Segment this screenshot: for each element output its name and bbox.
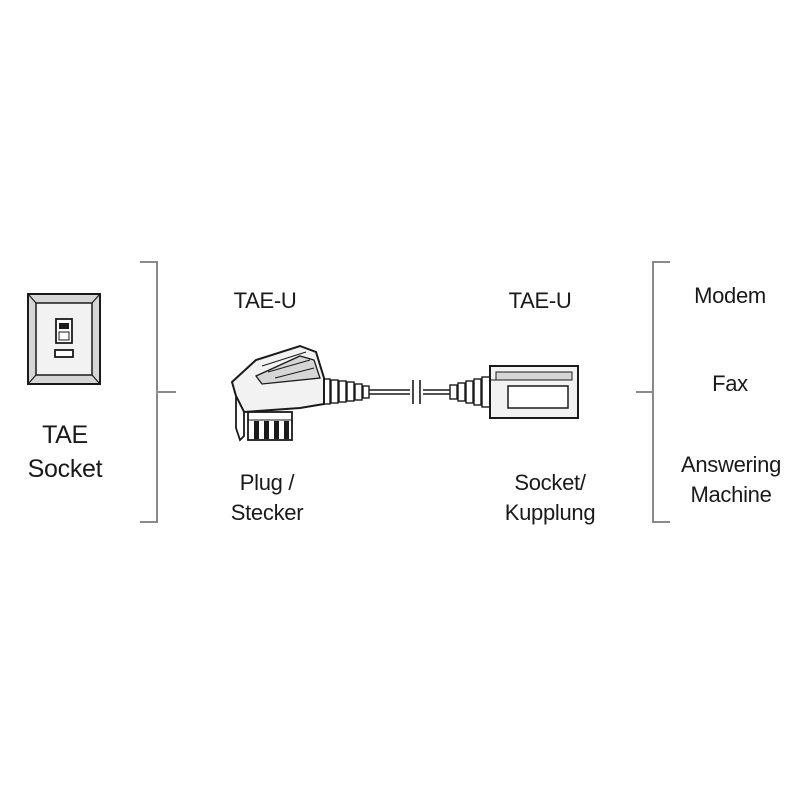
coupler-label-line1: Socket/ xyxy=(514,470,586,495)
device-modem-label: Modem xyxy=(694,283,766,308)
right-bracket xyxy=(636,261,670,523)
device-answering-machine-line2: Machine xyxy=(690,482,772,507)
coupler-label-line2: Kupplung xyxy=(504,500,596,525)
tae-socket-label: TAE Socket xyxy=(20,418,110,486)
tae-socket-label-line2: Socket xyxy=(27,455,103,483)
plug-label-line2: Stecker xyxy=(230,500,304,525)
plug-label: Plug / Stecker xyxy=(212,468,322,528)
tae-socket-label-line1: TAE xyxy=(42,421,88,449)
plug-label-line1: Plug / xyxy=(239,470,295,495)
tae-wall-socket-icon xyxy=(27,293,101,385)
tae-plug-icon xyxy=(230,344,370,442)
cable xyxy=(369,380,450,404)
tae-coupler-icon xyxy=(449,365,579,419)
device-answering-machine-label: Answering Machine xyxy=(666,450,796,510)
plug-type-label: TAE-U xyxy=(233,288,297,313)
coupler-type-label: TAE-U xyxy=(508,288,572,313)
coupler-strain-relief xyxy=(449,376,491,408)
device-answering-machine-line1: Answering xyxy=(680,452,782,477)
coupler-label: Socket/ Kupplung xyxy=(490,468,610,528)
left-bracket xyxy=(140,261,176,523)
device-fax-label: Fax xyxy=(712,371,748,396)
plug-strain-relief xyxy=(322,378,370,405)
